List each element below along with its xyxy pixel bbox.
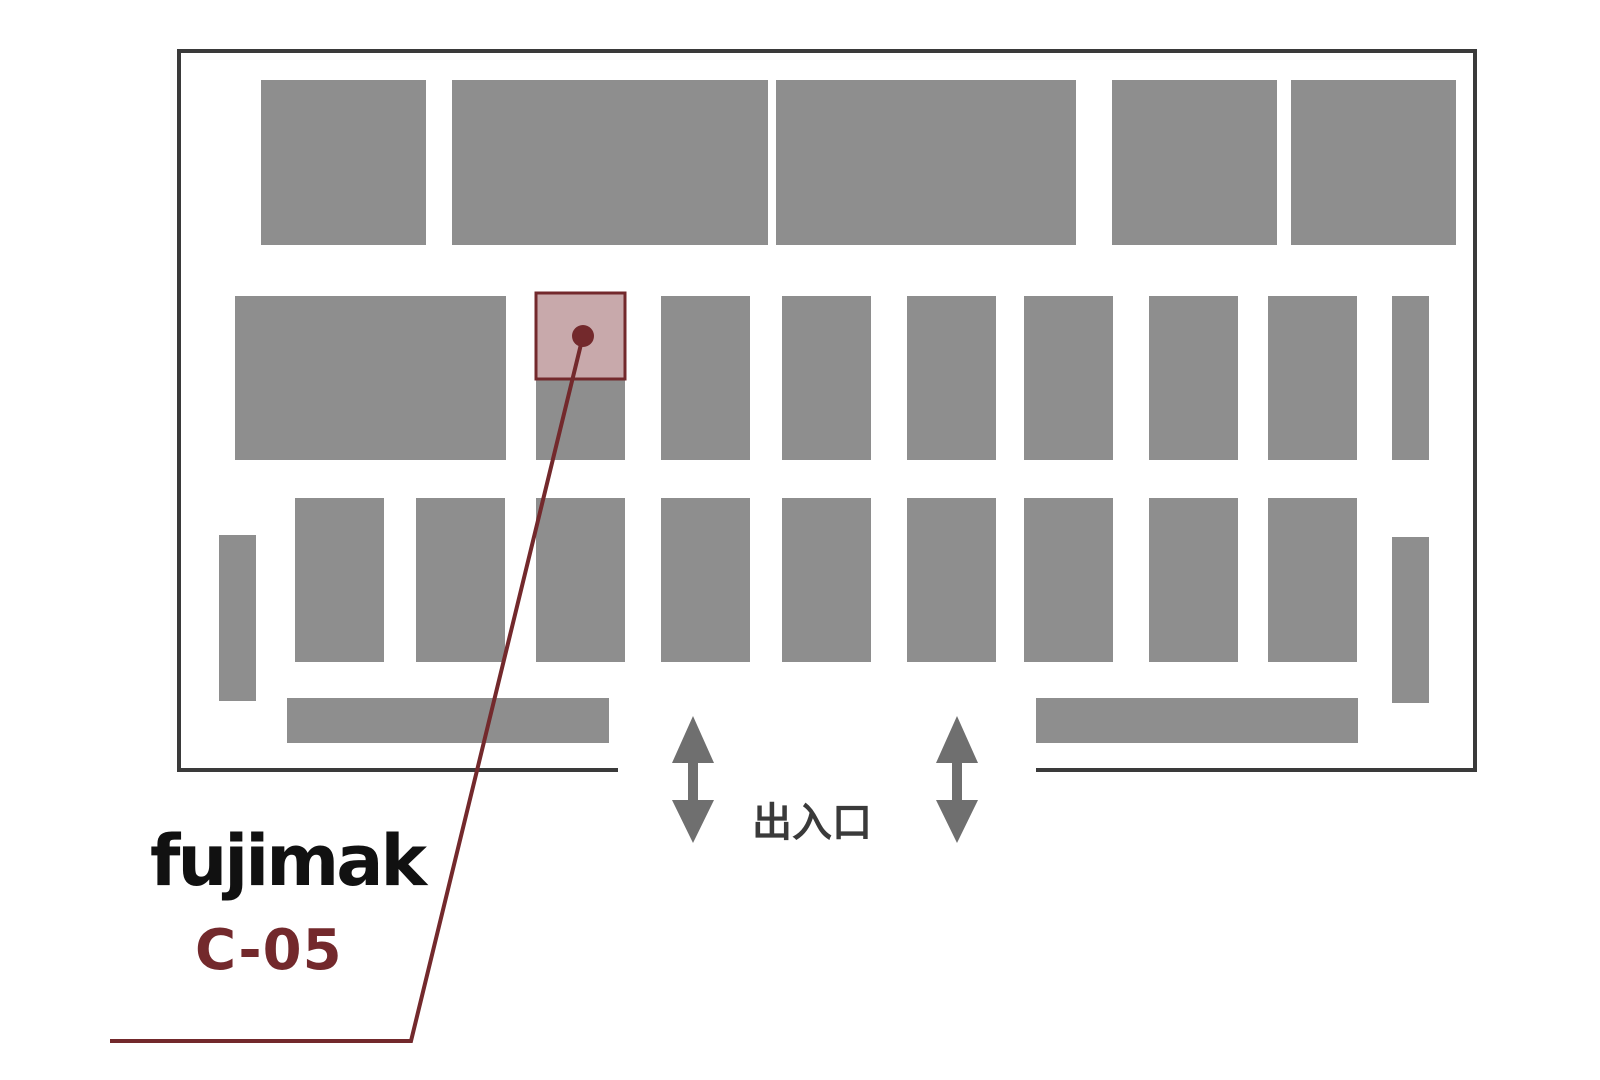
booth[interactable] [416, 498, 505, 662]
booth[interactable] [776, 80, 1076, 245]
booth[interactable] [536, 498, 625, 662]
booth[interactable] [1268, 296, 1357, 460]
booth[interactable] [1149, 498, 1238, 662]
location-pin-icon [572, 325, 594, 347]
booth[interactable] [1392, 537, 1429, 703]
booth[interactable] [1149, 296, 1238, 460]
exhibitor-brand-logo: fujimak [150, 820, 427, 902]
booth[interactable] [907, 498, 996, 662]
booth[interactable] [782, 296, 871, 460]
booth[interactable] [261, 80, 426, 245]
leader-line [110, 335, 585, 1043]
booth[interactable] [452, 80, 768, 245]
booth[interactable] [287, 698, 609, 743]
booth[interactable] [1392, 296, 1429, 460]
booth[interactable] [1024, 498, 1113, 662]
booth[interactable] [1024, 296, 1113, 460]
booth[interactable] [1291, 80, 1456, 245]
booth[interactable] [907, 296, 996, 460]
booth[interactable] [1036, 698, 1358, 743]
two-way-arrow-icon [936, 716, 978, 843]
booth[interactable] [1112, 80, 1277, 245]
booth[interactable] [782, 498, 871, 662]
two-way-arrow-icon [672, 716, 714, 843]
booth[interactable] [661, 498, 750, 662]
booth[interactable] [661, 296, 750, 460]
booth-code-label: C-05 [195, 918, 343, 983]
booth[interactable] [219, 535, 256, 701]
booth[interactable] [1268, 498, 1357, 662]
booth[interactable] [235, 296, 506, 460]
booth[interactable] [295, 498, 384, 662]
hall-outline [177, 49, 1477, 772]
entrance-label: 出入口 [752, 800, 872, 846]
